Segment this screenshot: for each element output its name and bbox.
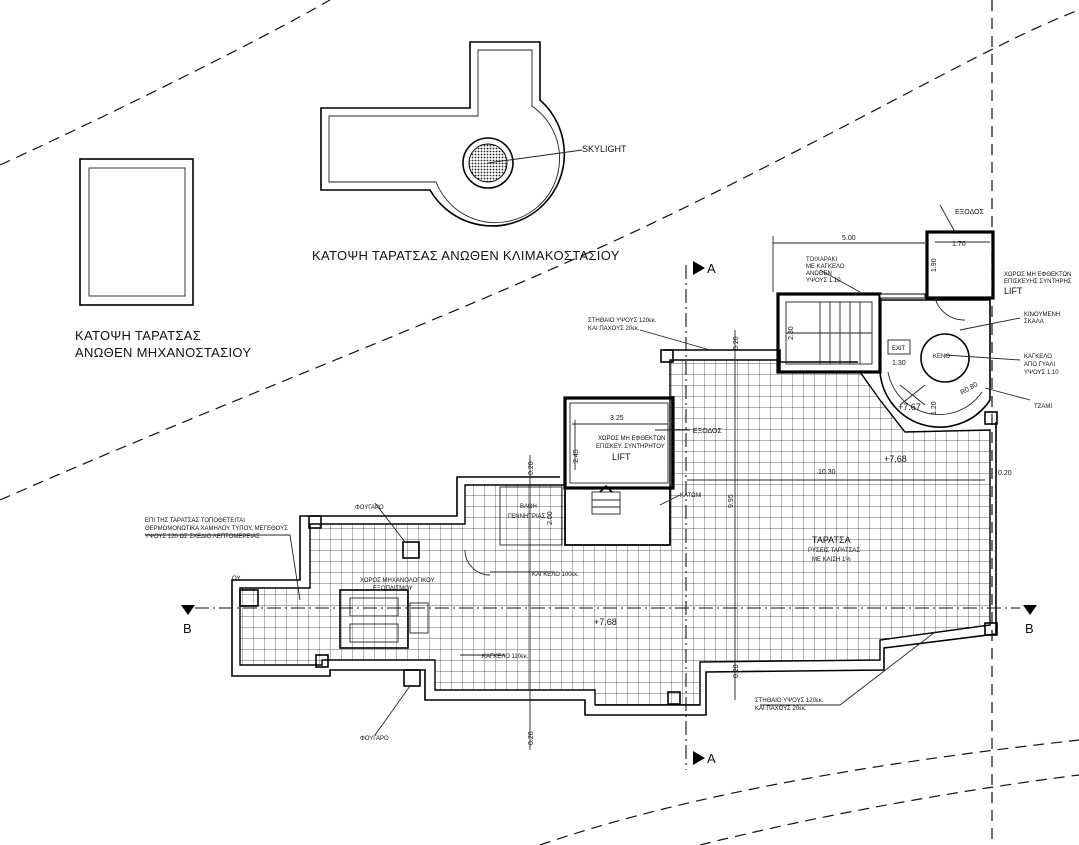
kagkelo-3: ΥΨΟΥΣ 1.10 — [1024, 370, 1059, 376]
dim-020-b: 0.20 — [528, 461, 535, 475]
stithaio-top-2: ΚΑΙ ΠΑΧΟΥΣ 20εκ. — [588, 326, 640, 332]
section-a-bottom: A — [707, 751, 716, 766]
toixaki-1: ΤΟΙΧΑΡΑΚΙ — [806, 257, 837, 263]
dim-120: 1.20 — [931, 401, 938, 415]
stair-roof-plan-title: ΚΑΤΟΨΗ ΤΑΡΑΤΣΑΣ ΑΝΩΘΕΝ ΚΛΙΜΑΚΟΣΤΑΣΙΟΥ — [312, 248, 620, 263]
taratsa-3: ΜΕ ΚΛΙΣΗ 1% — [812, 557, 851, 563]
machine-roof-plan-title-2: ΑΝΩΘΕΝ ΜΗΧΑΝΟΣΤΑΣΙΟΥ — [75, 345, 251, 360]
lift-top-1: ΧΩΡΟΣ ΜΗ ΕΦΘΕΚΤΩΝ — [1004, 272, 1071, 278]
foygaro-top: ΦΟΥΓΑΡΟ — [355, 505, 384, 511]
vathi-2: ΓΕΝΝΗΤΡΙΑΣ — [508, 514, 546, 520]
vathi-1: ΒΑΘΗ — [520, 504, 537, 510]
dim-995: 9.95 — [728, 494, 735, 508]
katoni-label: ΚΑΤΩΝΙ — [680, 493, 702, 499]
oy-label: ΟΥ — [232, 576, 240, 582]
dim-020-a: 0.20 — [733, 336, 740, 350]
toixaki-2: ΜΕ ΚΑΓΚΕΛΟ — [806, 264, 845, 270]
machine-room-roof-plan — [79, 158, 194, 306]
exit-label: EXIT — [892, 346, 906, 352]
lift-top-2: ΕΠΙΣΚΕΥΗΣ ΣΥΝΤΗΡΗΣ — [1004, 279, 1072, 285]
leader-lines — [145, 204, 1031, 736]
dim-190: 1.90 — [931, 258, 938, 272]
kinoumeni-1: ΚΙΝΟΥΜΕΝΗ — [1024, 312, 1060, 318]
keno-label: ΚΕΝΟ — [933, 354, 950, 360]
lift-mid-2: ΕΠΙΣΚΕΥ. ΣΥΝΤΗΡΗΤΟΥ — [596, 444, 665, 450]
dim-500: 5.00 — [842, 235, 856, 242]
dim-325: 3.25 — [610, 415, 624, 422]
lift-room — [464, 396, 675, 576]
section-lines — [181, 261, 1037, 770]
section-a-top: A — [707, 261, 716, 276]
dim-170: 1.70 — [952, 241, 966, 248]
toixaki-3: ΑΝΩΘΕΝ — [806, 271, 832, 277]
dim-020-c: 0.20 — [998, 470, 1012, 477]
stithaio-bot-2: ΚΑΙ ΠΑΧΟΥΣ 20εκ. — [755, 706, 807, 712]
exodos2-label: ΕΞΟΔΟΣ — [693, 428, 722, 435]
dim-245: 2.45 — [573, 449, 580, 463]
level-768-b: +7.68 — [594, 617, 617, 627]
toixaki-4: ΥΨΟΥΣ 1.10 — [806, 278, 841, 284]
dim-r080: R0.80 — [960, 381, 980, 396]
dim-1030: 10.30 — [818, 469, 836, 476]
mech-1: ΧΩΡΟΣ ΜΗΧΑΝΟΛΟΓΙΚΟΥ — [360, 578, 435, 584]
lift-mid-1: ΧΩΡΟΣ ΜΗ ΕΦΘΕΚΤΩΝ — [598, 436, 665, 442]
kagkelo-1: ΚΑΓΚΕΛΟ — [1024, 354, 1052, 360]
note-1: ΕΠΙ ΤΗΣ ΤΑΡΑΤΣΑΣ ΤΟΠΟΘΕΤΕΙΤΑΙ — [145, 518, 245, 524]
roof-terrace-floor — [231, 349, 998, 716]
skylight-label: SKYLIGHT — [582, 144, 627, 154]
stithaio-top-1: ΣΤΗΘΑΙΟ ΥΨΟΥΣ 120εκ. — [588, 318, 657, 324]
mechanical-area — [239, 541, 429, 687]
kagkelo-100: ΚΑΓΚΕΛΟ 100εκ. — [532, 572, 579, 578]
dim-200: 2.00 — [547, 511, 554, 525]
foygaro-bot: ΦΟΥΓΑΡΟ — [360, 736, 389, 742]
stair-core — [776, 230, 995, 428]
stair-roof-plan — [320, 41, 583, 227]
lift-top-3: LIFT — [1004, 286, 1023, 296]
machine-roof-plan-title-1: ΚΑΤΟΨΗ ΤΑΡΑΤΣΑΣ — [75, 328, 201, 343]
dim-230: 2.30 — [788, 326, 795, 340]
lift-mid-3: LIFT — [612, 452, 631, 462]
taratsa-1: ΤΑΡΑΤΣΑ — [812, 535, 851, 545]
kagkelo-110: ΚΑΓΚΕΛΟ 110εκ. — [482, 654, 529, 660]
mech-2: ΕΞΟΠΛΙΣΜΟΥ — [373, 586, 413, 592]
section-b-left: B — [183, 621, 192, 636]
taratsa-2: ΡΥΣΕΙΣ ΤΑΡΑΤΣΑΣ — [808, 548, 860, 554]
stithaio-bot-1: ΣΤΗΘΑΙΟ ΥΨΟΥΣ 120εκ. — [755, 698, 824, 704]
kagkelo-2: ΑΠΟ ΓΥΑΛΙ — [1024, 362, 1056, 368]
dim-130: 1.30 — [892, 360, 906, 367]
note-2: ΘΕΡΜΟΜΟΝΩΤΙΚΑ ΧΑΜΗΛΟΥ ΤΥΠΟΥ, ΜΕΓΕΘΟΥΣ — [145, 526, 288, 532]
level-767: +7.67 — [898, 402, 921, 412]
exodos-label: ΕΞΟΔΟΣ — [955, 209, 984, 216]
note-3: ΥΨΟΥΣ 120 ΩΣ ΣΧΕΔΙΟ ΛΕΠΤΟΜΕΡΕΙΑΣ — [145, 534, 260, 540]
tzami-label: ΤΖΑΜΙ — [1034, 404, 1052, 410]
dimension-lines — [529, 236, 990, 750]
dim-020-d: 0.20 — [733, 664, 740, 678]
level-768-a: +7.68 — [884, 454, 907, 464]
kinoumeni-2: ΣΚΑΛΑ — [1024, 319, 1044, 325]
dim-020-e: 0.20 — [528, 731, 535, 745]
section-b-right: B — [1025, 621, 1034, 636]
